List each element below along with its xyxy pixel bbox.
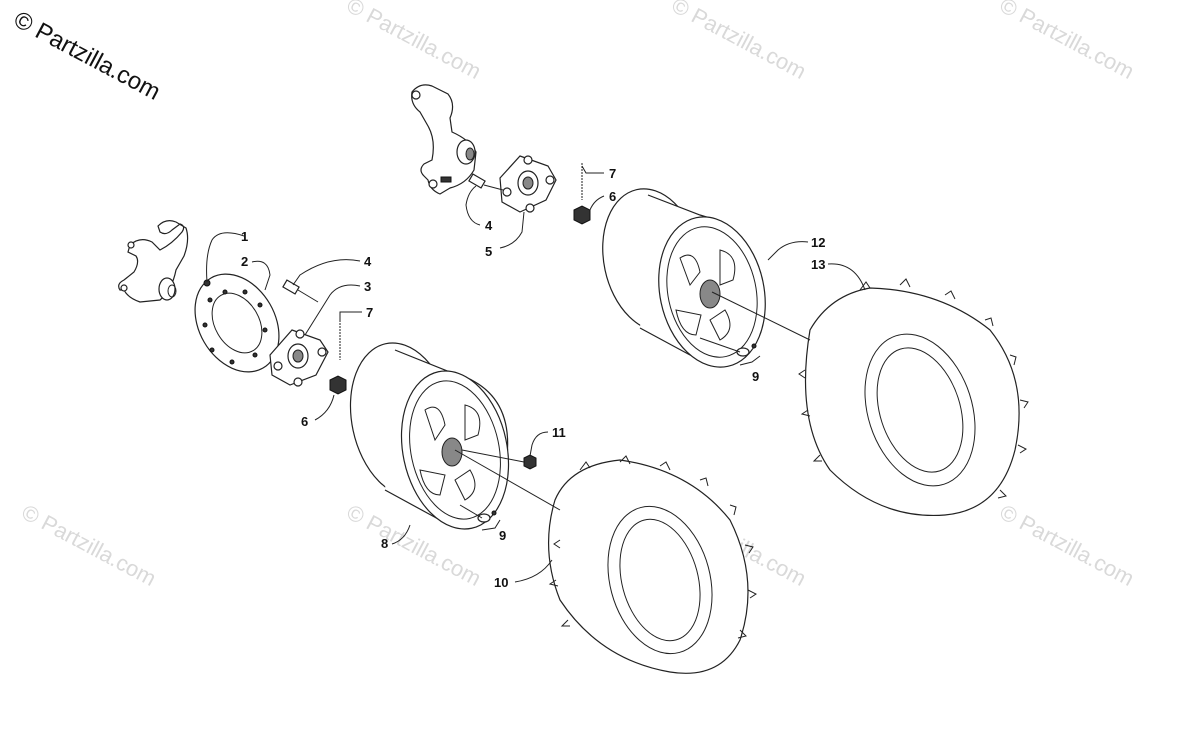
callout-9: 9 xyxy=(752,369,759,384)
watermark: © Partzilla.com xyxy=(343,0,486,84)
callout-4: 4 xyxy=(364,254,372,269)
watermark: © Partzilla.com xyxy=(996,499,1139,591)
leader-lines xyxy=(206,165,866,583)
left-steering-knuckle xyxy=(118,220,189,303)
left-hub-nut xyxy=(329,375,347,395)
callout-6: 6 xyxy=(301,414,308,429)
callout-4: 4 xyxy=(485,218,493,233)
rear-wheel-rim xyxy=(602,188,766,368)
callout-10: 10 xyxy=(494,575,508,590)
front-wheel-rim xyxy=(349,342,510,530)
callout-13: 13 xyxy=(811,257,825,272)
lug-nut-11 xyxy=(523,454,537,470)
valve-stem-lower xyxy=(477,510,497,523)
callout-2: 2 xyxy=(241,254,248,269)
left-bolt xyxy=(282,279,300,295)
callout-6: 6 xyxy=(609,189,616,204)
front-tire xyxy=(547,455,757,674)
callout-3: 3 xyxy=(364,279,371,294)
upper-hub-nut xyxy=(573,205,591,225)
callout-1: 1 xyxy=(241,229,248,244)
right-steering-knuckle xyxy=(411,84,477,195)
callout-7: 7 xyxy=(609,166,616,181)
callout-9: 9 xyxy=(499,528,506,543)
callouts: 1 2 3 4 7 6 4 5 7 6 12 13 9 11 9 8 10 xyxy=(241,166,825,590)
valve-stem-upper xyxy=(736,343,757,357)
upper-bolt xyxy=(468,173,486,189)
callout-7: 7 xyxy=(366,305,373,320)
rear-tire xyxy=(798,278,1029,517)
right-hub xyxy=(499,155,557,213)
callout-8: 8 xyxy=(381,536,388,551)
callout-11: 11 xyxy=(552,425,566,440)
watermark: © Partzilla.com xyxy=(996,0,1139,84)
watermark: © Partzilla.com xyxy=(668,0,811,84)
left-hub xyxy=(269,329,329,387)
callout-12: 12 xyxy=(811,235,825,250)
brake-disc xyxy=(194,273,280,373)
watermark: © Partzilla.com xyxy=(18,499,161,591)
callout-5: 5 xyxy=(485,244,492,259)
